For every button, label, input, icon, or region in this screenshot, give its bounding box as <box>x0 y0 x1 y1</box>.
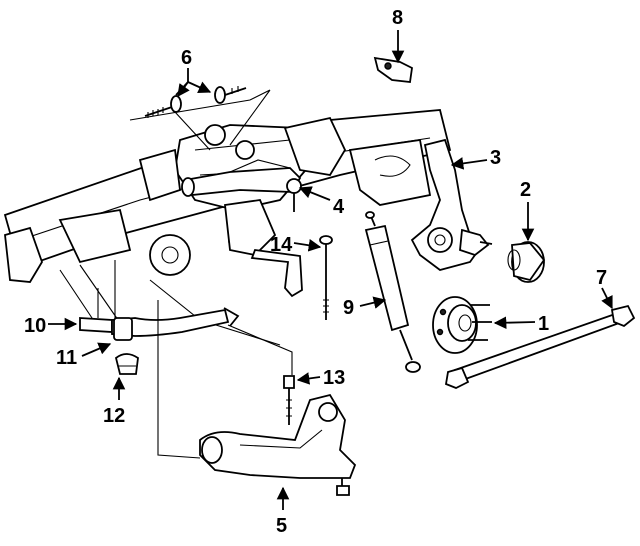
bushing <box>507 241 546 283</box>
callout-14: 14 <box>270 234 293 256</box>
upper-control-arm <box>181 159 302 212</box>
callout-10: 10 <box>24 315 46 337</box>
callout-12: 12 <box>103 405 125 427</box>
callout-1: 1 <box>538 313 549 335</box>
callout-3: 3 <box>490 147 501 169</box>
guide-lines <box>97 288 293 459</box>
cam-bolts <box>129 86 271 151</box>
link-stud <box>283 375 295 425</box>
callout-5: 5 <box>276 515 287 537</box>
wheel-hub <box>432 296 492 354</box>
callout-6: 6 <box>181 47 192 69</box>
callout-7: 7 <box>596 267 607 289</box>
leader-arrows <box>48 30 613 510</box>
callout-4: 4 <box>333 196 345 218</box>
strut-rod <box>444 304 636 389</box>
torsion-pin <box>319 235 333 320</box>
shock-absorber <box>364 211 421 373</box>
stabilizer-bar <box>79 307 240 375</box>
callout-11: 11 <box>56 347 77 369</box>
callout-9: 9 <box>343 297 354 319</box>
cam-plate <box>373 56 413 83</box>
lower-control-arm <box>199 393 357 496</box>
callout-2: 2 <box>520 179 531 201</box>
callout-13: 13 <box>323 367 345 389</box>
steering-knuckle <box>410 138 493 271</box>
callout-8: 8 <box>392 7 403 29</box>
